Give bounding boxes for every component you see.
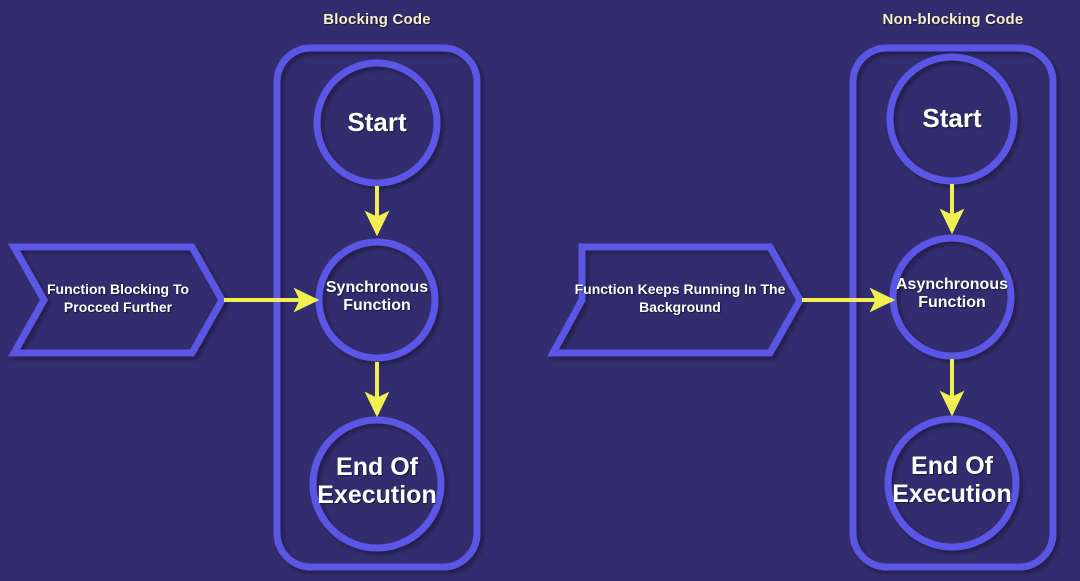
non-blocking-column-title: Non-blocking Code	[882, 11, 1024, 28]
non-blocking-start-label: Start	[922, 103, 982, 133]
non-blocking-end-label-line-1: End Of	[911, 452, 993, 480]
blocking-sync-label-line-1: Synchronous	[325, 279, 429, 296]
blocking-end-label-line-2: Execution	[317, 481, 437, 509]
non-blocking-banner-line-2: Background	[639, 298, 721, 315]
non-blocking-column-group	[547, 44, 1057, 571]
non-blocking-async-label: Asynchronous Function	[867, 276, 1037, 312]
blocking-banner-shape	[7, 243, 227, 357]
blocking-banner-line-1: Function Blocking To	[46, 281, 190, 297]
blocking-sync-label-line-2: Function	[343, 296, 411, 314]
blocking-banner-line-2: Procced Further	[63, 298, 173, 315]
blocking-start-label: Start	[347, 107, 407, 137]
blocking-column-title: Blocking Code	[323, 11, 431, 28]
blocking-start-circle	[313, 59, 441, 187]
non-blocking-container-outline	[849, 44, 1057, 571]
non-blocking-async-label-line-1: Asynchronous	[895, 276, 1008, 293]
blocking-sync-label: Synchronous Function	[297, 279, 457, 315]
blocking-end-label-line-1: End Of	[336, 453, 418, 481]
non-blocking-start-circle	[886, 53, 1018, 185]
blocking-end-label: End Of Execution	[292, 453, 462, 509]
non-blocking-banner-shape	[547, 243, 805, 357]
non-blocking-end-circle	[884, 415, 1020, 551]
non-blocking-banner-line-1: Function Keeps Running In The	[574, 281, 786, 297]
non-blocking-banner-label: Function Keeps Running In The Background	[570, 281, 790, 316]
non-blocking-end-label: End Of Execution	[867, 452, 1037, 508]
blocking-column-group	[7, 44, 481, 571]
blocking-end-circle	[309, 416, 445, 552]
non-blocking-end-label-line-2: Execution	[892, 480, 1012, 508]
blocking-container-outline	[273, 44, 481, 571]
non-blocking-async-label-line-2: Function	[918, 293, 986, 311]
blocking-banner-label: Function Blocking To Procced Further	[38, 281, 198, 316]
